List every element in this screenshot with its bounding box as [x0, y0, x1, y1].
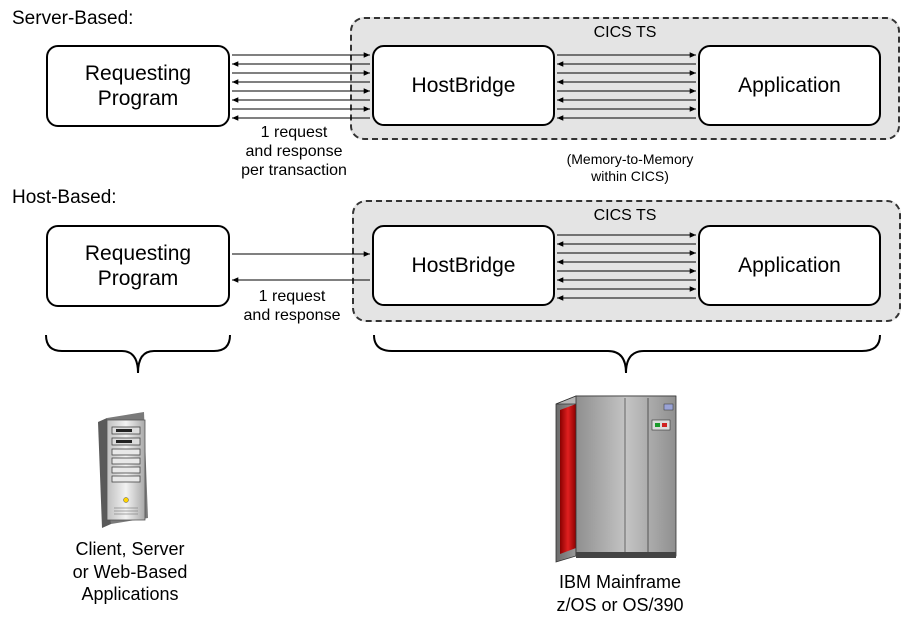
host-based-title: Host-Based: — [12, 187, 117, 208]
application-label: Application — [738, 253, 841, 277]
request-note-server: 1 request and response per transaction — [241, 124, 347, 180]
server-request-arrows — [232, 52, 370, 121]
application-label: Application — [738, 73, 841, 97]
memory-note: (Memory-to-Memory within CICS) — [566, 151, 694, 184]
client-brace — [45, 334, 231, 374]
requesting-program-box-host: Requesting Program — [46, 225, 230, 307]
mainframe-icon — [555, 395, 677, 563]
hostbridge-box-host: HostBridge — [372, 225, 555, 306]
mainframe-brace — [373, 334, 881, 374]
hostbridge-box-server: HostBridge — [372, 45, 555, 126]
hostbridge-label: HostBridge — [411, 253, 516, 277]
cics-label-server: CICS TS — [593, 24, 657, 41]
hostbridge-label: HostBridge — [411, 73, 516, 97]
application-box-server: Application — [698, 45, 881, 126]
server-tower-icon — [98, 412, 148, 528]
request-note-host: 1 request and response — [243, 288, 341, 325]
host-memory-arrows — [557, 232, 696, 301]
application-box-host: Application — [698, 225, 881, 306]
requesting-program-label: Requesting Program — [84, 241, 192, 290]
client-caption: Client, Server or Web-Based Applications — [72, 539, 188, 604]
server-memory-arrows — [557, 52, 696, 121]
cics-label-host: CICS TS — [593, 207, 657, 224]
requesting-program-label: Requesting Program — [84, 61, 192, 110]
server-based-title: Server-Based: — [12, 8, 134, 29]
mainframe-caption: IBM Mainframe z/OS or OS/390 — [556, 572, 684, 615]
host-request-arrows — [232, 251, 370, 283]
requesting-program-box-server: Requesting Program — [46, 45, 230, 127]
